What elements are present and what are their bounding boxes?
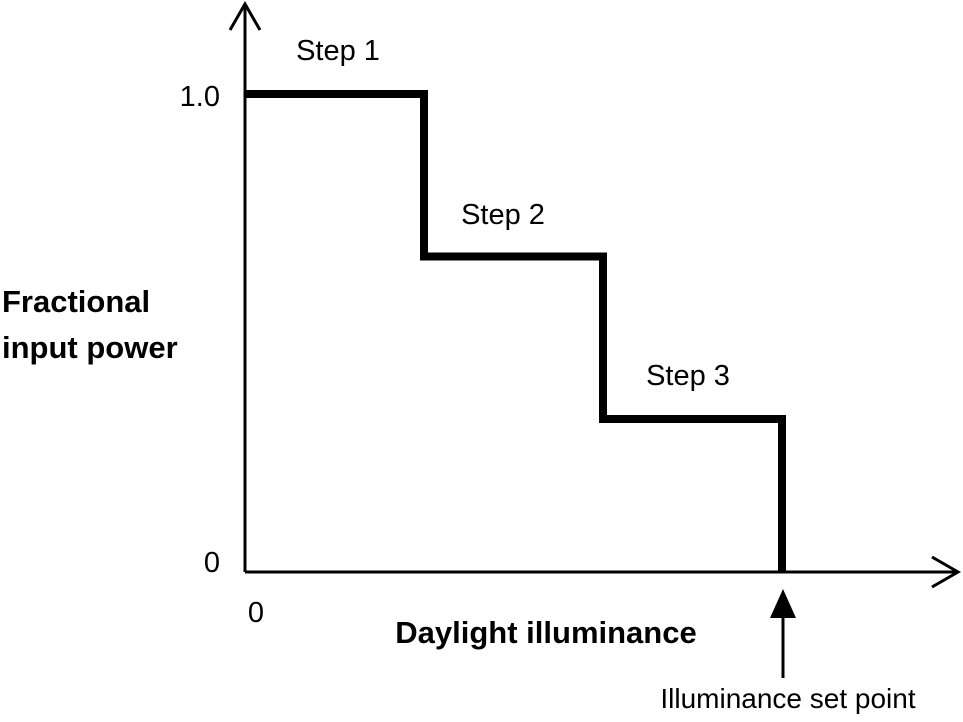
set-point-arrowhead: [770, 589, 796, 618]
y-axis-arrowhead: [228, 0, 262, 31]
x-axis-title: Daylight illuminance: [395, 615, 696, 650]
y-tick-label-zero: 0: [204, 547, 220, 579]
step-label-3: Step 3: [646, 360, 730, 392]
x-axis-arrowhead: [931, 555, 962, 589]
axes: [228, 0, 962, 589]
y-tick-label-top: 1.0: [180, 81, 220, 113]
step-label-2: Step 2: [461, 199, 545, 231]
step-line: [245, 90, 786, 572]
step-series: [245, 90, 786, 572]
set-point-marker: [770, 589, 796, 678]
x-tick-label-zero: 0: [248, 597, 264, 629]
y-axis-title-line-2: input power: [2, 330, 178, 365]
y-axis-title-line-1: Fractional: [2, 284, 150, 319]
set-point-label: Illuminance set point: [660, 683, 915, 714]
step-label-1: Step 1: [296, 35, 380, 67]
